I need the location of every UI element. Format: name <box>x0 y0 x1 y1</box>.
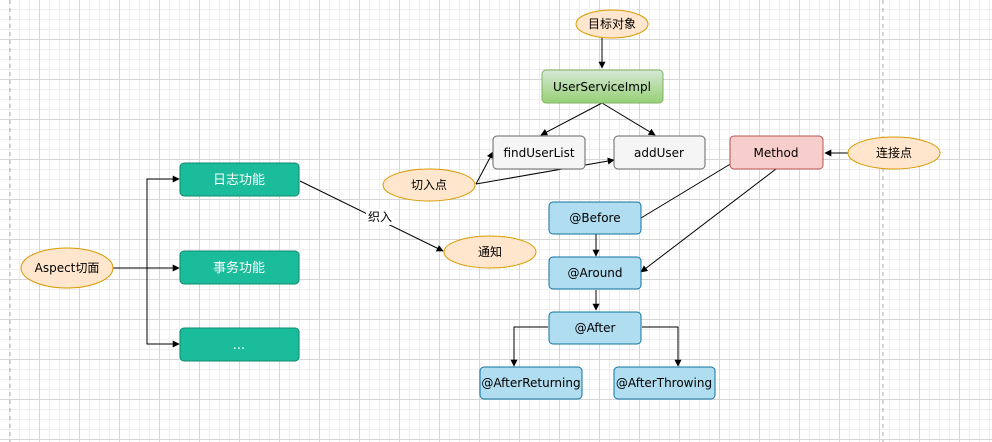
node-after[interactable]: @After <box>548 311 642 345</box>
node-user-service-impl-label: UserServiceImpl <box>553 80 651 94</box>
node-target-object-label: 目标对象 <box>588 17 636 31</box>
node-pointcut-label: 切入点 <box>411 178 447 192</box>
node-more-shape <box>179 327 300 362</box>
edge-pointcut-to-adduser <box>475 157 615 185</box>
edge-before-to-method <box>640 159 738 219</box>
edge-pointcut-to-finduserlist <box>475 151 494 185</box>
node-pointcut-shape <box>382 168 476 202</box>
edge-aspect-to-more <box>146 268 180 348</box>
edge-method-to-around <box>640 168 777 273</box>
node-aspect-label: Aspect切面 <box>35 261 100 275</box>
node-join-point-shape <box>847 136 941 170</box>
node-join-point[interactable]: 连接点 <box>847 136 941 170</box>
node-aspect[interactable]: Aspect切面 <box>20 247 114 289</box>
node-find-user-list[interactable]: findUserList <box>492 135 586 170</box>
edge-aspect-to-log <box>146 175 180 268</box>
node-before-label: @Before <box>569 211 620 225</box>
node-after-throwing[interactable]: @AfterThrowing <box>613 366 716 400</box>
node-join-point-label: 连接点 <box>876 145 912 160</box>
edge-label-weave-text: 织入 <box>368 210 392 224</box>
node-after-returning-shape <box>479 366 583 400</box>
edges <box>113 38 848 367</box>
node-method-label: Method <box>753 146 798 160</box>
node-target-object-shape <box>575 9 649 39</box>
edge-after-to-afterthrowing <box>642 326 682 367</box>
node-aspect-shape <box>20 247 114 289</box>
edge-label-weave: 织入 <box>366 209 394 225</box>
edge-impl-to-finduserlist <box>540 102 603 136</box>
edge-impl-to-adduser <box>601 102 656 136</box>
node-pointcut[interactable]: 切入点 <box>382 168 476 202</box>
node-before-shape <box>548 201 642 235</box>
node-advice-shape <box>443 235 537 269</box>
node-log-feature-label: 日志功能 <box>213 173 265 188</box>
node-around-shape <box>548 256 642 290</box>
node-after-returning[interactable]: @AfterReturning <box>479 366 583 400</box>
node-target-object[interactable]: 目标对象 <box>575 9 649 39</box>
node-advice[interactable]: 通知 <box>443 235 537 269</box>
node-add-user-shape <box>613 135 706 170</box>
node-user-service-impl[interactable]: UserServiceImpl <box>541 69 664 104</box>
node-after-throwing-shape <box>613 366 716 400</box>
node-around-label: @Around <box>567 266 622 280</box>
node-user-service-impl-shape <box>541 69 664 104</box>
edge-after-to-afterreturning <box>510 326 548 367</box>
node-transaction-feature-shape <box>179 250 300 285</box>
node-add-user[interactable]: addUser <box>613 135 706 170</box>
node-find-user-list-label: findUserList <box>503 146 574 160</box>
node-after-shape <box>548 311 642 345</box>
node-method-shape <box>729 135 824 170</box>
node-after-returning-label: @AfterReturning <box>481 376 580 390</box>
node-more-label: ... <box>233 338 245 353</box>
node-log-feature-shape <box>179 162 300 197</box>
node-transaction-feature[interactable]: 事务功能 <box>179 250 300 285</box>
node-add-user-label: addUser <box>634 146 684 160</box>
node-more[interactable]: ... <box>179 327 300 362</box>
node-after-label: @After <box>575 321 616 335</box>
node-around[interactable]: @Around <box>548 256 642 290</box>
node-advice-label: 通知 <box>478 245 502 259</box>
node-after-throwing-label: @AfterThrowing <box>616 376 712 390</box>
node-before[interactable]: @Before <box>548 201 642 235</box>
node-log-feature[interactable]: 日志功能 <box>179 162 300 197</box>
edge-label-weave-bg <box>366 209 394 225</box>
node-method[interactable]: Method <box>729 135 824 170</box>
node-find-user-list-shape <box>492 135 586 170</box>
node-transaction-feature-label: 事务功能 <box>213 260 265 276</box>
